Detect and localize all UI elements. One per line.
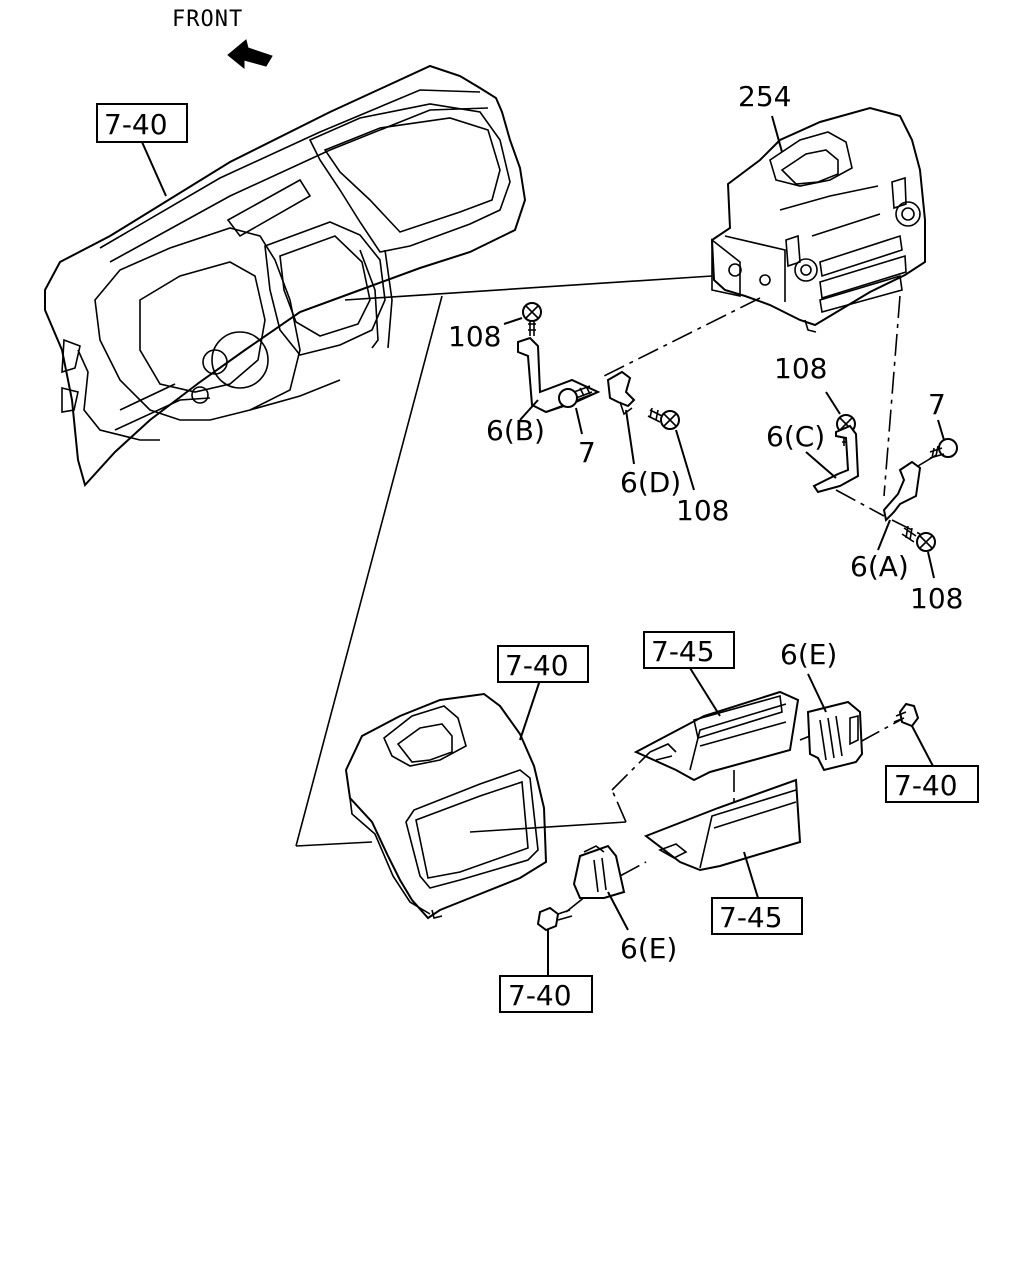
ref-box [499,975,593,1013]
leader-radio-part [771,115,783,153]
leader-bracket-b [519,399,539,421]
dash-line [883,295,901,497]
leader-bracket-e-upper [807,673,827,713]
bracket-e-upper-label: 6(E) [780,638,837,671]
leader-screw-108-c [825,391,841,415]
ref-box [711,897,803,935]
leader-screw-7-a [575,407,583,435]
screw-7-label: 7 [578,436,596,469]
bracket-e-lower [572,844,626,899]
bracket-d-label: 6(D) [620,466,681,499]
dash-line [611,751,651,791]
screw-108-icon [901,525,936,552]
screw-icon [536,906,573,932]
right-ref-label: 7-40 [894,769,958,802]
front-label: FRONT [172,7,243,32]
dash-line [859,717,905,743]
lower-pocket [643,778,802,872]
screw-108-label: 108 [774,352,827,385]
radio-part-label: 254 [738,80,791,113]
bracket-a [882,460,922,523]
ref-box [885,765,979,803]
pocket-upper-ref-label: 7-45 [651,635,715,668]
connector-line [295,841,373,847]
dash-line [891,519,921,535]
screw-108-label: 108 [448,320,501,353]
leader-screw-7-b [937,419,945,441]
labels: 7-40 254 108 6(B) 7 6(D) 108 108 7 6(C) … [96,80,979,1013]
bracket-c-label: 6(C) [766,420,825,453]
leader-pocket-upper [689,667,721,717]
leader-screw-108-b [675,429,695,491]
ref-box [497,645,589,683]
leader-bezel-ref [519,679,541,741]
center-bezel [344,692,548,920]
screw-108-label: 108 [676,494,729,527]
bracket-e-upper [806,700,864,772]
ref-box [643,631,735,669]
bracket-b [517,336,601,414]
upper-pocket [633,690,800,782]
bottom-ref-label: 7-40 [508,979,572,1012]
connector-line [295,295,443,847]
screw-108-icon [647,407,680,430]
audio-unit [710,106,926,333]
front-indicator: FRONT [172,7,273,70]
instrument-panel [44,64,527,488]
dash-line [619,861,647,877]
screw-108-label: 108 [910,582,963,615]
screw-icon [893,702,920,728]
bracket-a-label: 6(A) [850,550,909,583]
leader-bracket-a [877,519,891,551]
connector-line [469,821,627,833]
dash-line [917,453,939,467]
screw-108-icon [522,302,542,336]
bracket-b-label: 6(B) [486,414,545,447]
leader-bracket-e-lower [607,891,629,931]
leader-screw-108-a [503,317,523,325]
leader-bracket-c [805,451,837,479]
leader-bracket-d [625,409,635,465]
bezel-ref-label: 7-40 [505,649,569,682]
leader-right-ref [911,725,935,769]
leader-pocket-lower [743,851,759,899]
screw-7-icon [558,385,593,408]
bracket-d [606,370,636,416]
dash-ref-label: 7-40 [104,108,168,141]
screw-7-icon [929,438,958,459]
leader-dash-ref [141,141,167,197]
dash-line [599,297,761,379]
dash-line [835,489,885,517]
leader-screw-108-d [927,551,935,579]
pocket-lower-ref-label: 7-45 [719,901,783,934]
screw-7-label: 7 [928,388,946,421]
bracket-e-lower-label: 6(E) [620,932,677,965]
dash-line [611,789,627,823]
ref-box [96,103,188,143]
bracket-c [812,424,860,494]
front-arrow-icon [227,39,273,70]
connector-line [344,275,713,301]
